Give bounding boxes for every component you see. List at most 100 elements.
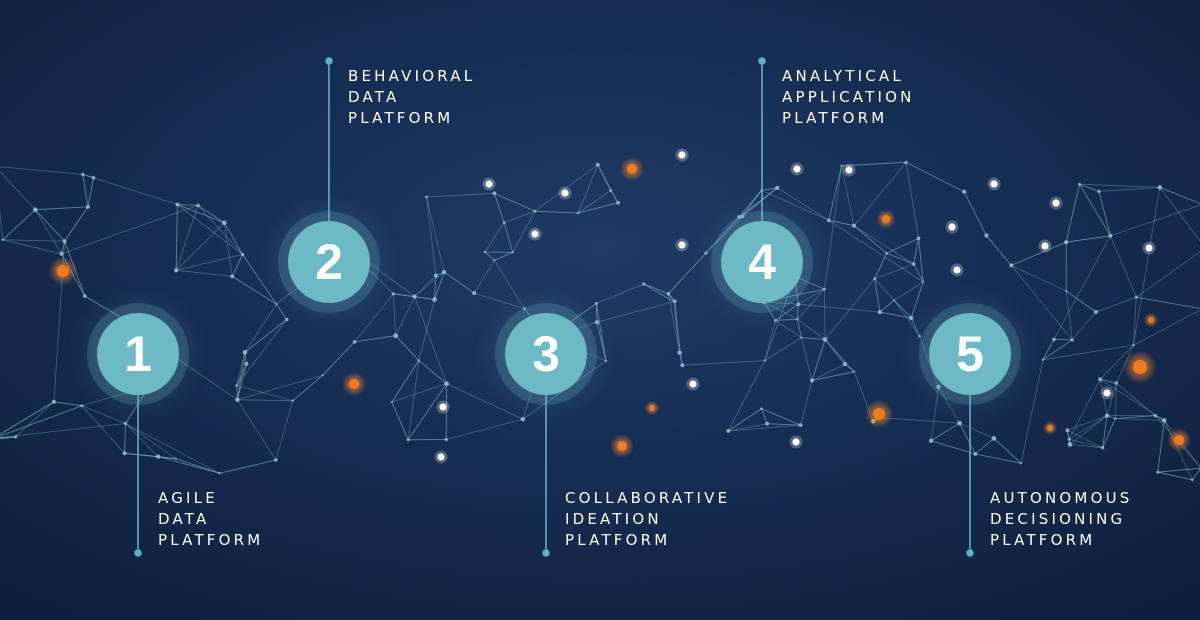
network-node xyxy=(492,191,497,196)
network-edge xyxy=(853,225,887,254)
network-edge xyxy=(242,254,277,305)
network-edge xyxy=(761,189,829,221)
network-edge xyxy=(930,422,960,442)
step-4-label: ANALYTICAL APPLICATION PLATFORM xyxy=(782,66,915,129)
highlight-node xyxy=(1103,389,1111,397)
network-edge xyxy=(1066,290,1097,313)
network-node xyxy=(285,317,289,322)
network-edge xyxy=(705,216,740,254)
accent-node xyxy=(617,441,627,451)
network-edge xyxy=(124,452,159,457)
network-edge xyxy=(426,196,445,273)
network-node xyxy=(433,273,438,278)
network-edge xyxy=(175,222,225,271)
network-edge xyxy=(673,301,680,353)
highlight-node xyxy=(439,403,447,411)
network-edge xyxy=(727,408,762,432)
network-edge xyxy=(879,299,895,313)
highlight-node xyxy=(437,453,445,461)
network-edge xyxy=(893,300,920,337)
network-node xyxy=(32,207,38,212)
network-edge xyxy=(0,436,16,439)
network-node xyxy=(1041,358,1045,361)
network-edge xyxy=(674,301,680,353)
step-3-label-line-1: COLLABORATIVE xyxy=(565,489,731,507)
network-node xyxy=(842,361,848,367)
network-edge xyxy=(1079,183,1160,188)
network-edge xyxy=(0,166,83,175)
network-edge xyxy=(775,318,798,321)
network-edge xyxy=(434,271,445,300)
network-edge xyxy=(1133,309,1200,346)
network-edge xyxy=(503,222,514,253)
step-3-label: COLLABORATIVE IDEATION PLATFORM xyxy=(565,488,730,551)
network-node xyxy=(502,221,506,225)
highlight-node xyxy=(953,266,961,274)
network-edge xyxy=(177,204,199,206)
network-edge xyxy=(177,204,225,224)
highlight-node xyxy=(948,223,956,231)
network-node xyxy=(391,292,395,296)
network-edge xyxy=(643,283,669,295)
network-edge xyxy=(237,363,247,400)
network-edge xyxy=(1079,183,1111,237)
network-node xyxy=(275,303,278,306)
network-edge xyxy=(232,276,277,305)
accent-node xyxy=(349,379,359,389)
network-node xyxy=(1065,428,1070,433)
network-edge xyxy=(231,254,243,277)
network-edge xyxy=(853,162,907,226)
network-edge xyxy=(276,303,288,320)
network-edge xyxy=(1053,339,1073,341)
network-node xyxy=(796,302,801,307)
network-node xyxy=(1052,337,1056,342)
network-edge xyxy=(643,283,675,303)
network-node xyxy=(775,185,780,190)
network-edge xyxy=(392,293,397,336)
network-edge xyxy=(1159,187,1200,242)
network-edge xyxy=(418,360,447,384)
network-node xyxy=(677,350,682,355)
network-edge xyxy=(236,363,247,386)
network-edge xyxy=(767,423,801,426)
network-edge xyxy=(727,408,762,432)
network-edge xyxy=(1067,430,1071,445)
step-3-connector-end xyxy=(542,549,550,557)
network-node xyxy=(352,340,357,344)
network-edge xyxy=(910,317,920,337)
highlight-node xyxy=(1052,199,1060,207)
network-edge xyxy=(874,278,895,301)
network-node xyxy=(533,209,537,213)
network-edge xyxy=(1065,291,1073,340)
network-edge xyxy=(1042,339,1073,361)
network-edge xyxy=(512,211,536,253)
network-edge xyxy=(1011,241,1067,266)
network-edge xyxy=(811,371,855,381)
network-edge xyxy=(494,193,505,223)
network-edge xyxy=(1042,339,1073,361)
network-edge xyxy=(236,352,246,386)
step-2-connector-end xyxy=(325,57,333,65)
network-node xyxy=(1134,295,1138,299)
network-edge xyxy=(434,275,437,300)
network-node xyxy=(1153,414,1157,418)
network-node xyxy=(852,223,856,228)
network-edge xyxy=(797,304,799,320)
network-edge xyxy=(763,301,776,321)
network-edge xyxy=(797,304,799,320)
network-edge xyxy=(597,164,611,191)
step-4-badge: 4 xyxy=(721,221,803,303)
network-node xyxy=(390,401,393,404)
network-node xyxy=(83,294,87,298)
network-node xyxy=(123,421,128,426)
network-edge xyxy=(959,422,995,439)
network-edge xyxy=(232,276,277,305)
network-node xyxy=(1065,290,1068,293)
network-node xyxy=(91,176,96,180)
network-edge xyxy=(668,252,707,294)
network-edge xyxy=(775,318,798,321)
network-edge xyxy=(124,452,177,460)
network-edge xyxy=(879,311,912,319)
network-edge xyxy=(879,299,895,313)
network-node xyxy=(80,404,84,408)
